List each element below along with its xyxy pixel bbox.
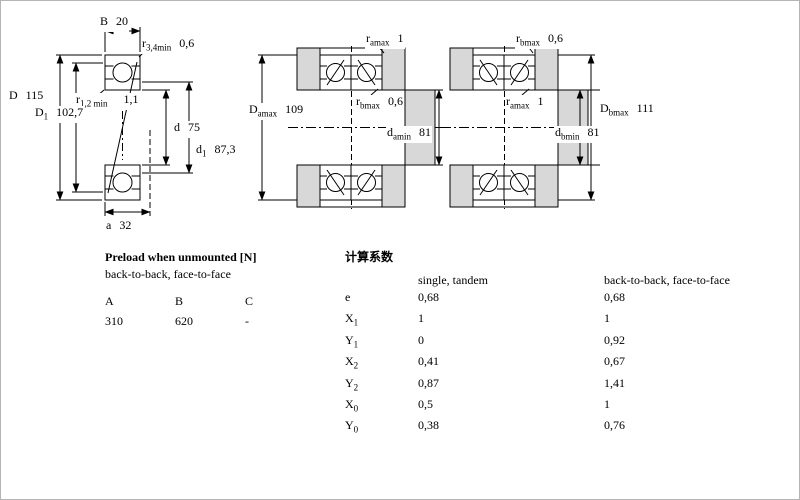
factor-value: 0,67 — [604, 354, 625, 369]
factor-value: 0 — [418, 332, 424, 347]
factor-symbol: X0 — [345, 396, 359, 414]
ball — [112, 172, 133, 193]
factor-symbol: Y1 — [345, 332, 359, 350]
factor-symbol: X2 — [345, 354, 359, 371]
factor-value: 0,68 — [418, 290, 439, 304]
contact-angle-line — [107, 61, 138, 194]
factor-value: 0,92 — [604, 332, 625, 347]
preload-value-C: - — [245, 314, 249, 328]
preload-header-B: B — [175, 294, 184, 308]
factor-value: 0,76 — [604, 418, 625, 433]
factor-symbol: e — [345, 290, 351, 304]
factor-value: 1 — [604, 311, 610, 326]
factor-symbol: Y2 — [345, 375, 359, 392]
ball — [112, 62, 133, 83]
factor-value: 1 — [418, 311, 424, 326]
factor-value: 0,87 — [418, 375, 439, 390]
factor-value: 0,41 — [418, 354, 439, 369]
factor-value: 0,38 — [418, 418, 439, 433]
preload-title: Preload when unmounted [N] — [105, 250, 257, 264]
calculation-factors-table: 计算系数 single, tandem back-to-back, face-t… — [345, 250, 800, 437]
factor-value: 1 — [604, 396, 610, 411]
bearing-cross-section — [56, 27, 193, 216]
preload-table: Preload when unmounted [N] back-to-back,… — [105, 250, 305, 328]
factor-value: 0,5 — [418, 396, 433, 411]
factors-col2-header: back-to-back, face-to-face — [604, 273, 730, 287]
preload-value-B: 620 — [175, 314, 193, 328]
factor-symbol: X1 — [345, 311, 359, 328]
factors-col1-header: single, tandem — [418, 273, 488, 287]
arrangement-face-to-face — [441, 44, 601, 209]
factors-title: 计算系数 — [345, 250, 394, 264]
preload-header-A: A — [105, 294, 114, 308]
preload-subtitle: back-to-back, face-to-face — [105, 267, 231, 281]
factor-value: 0,68 — [604, 290, 625, 304]
factor-value: 1,41 — [604, 375, 625, 390]
factor-symbol: Y0 — [345, 418, 359, 435]
preload-header-C: C — [245, 294, 254, 308]
preload-value-A: 310 — [105, 314, 123, 328]
